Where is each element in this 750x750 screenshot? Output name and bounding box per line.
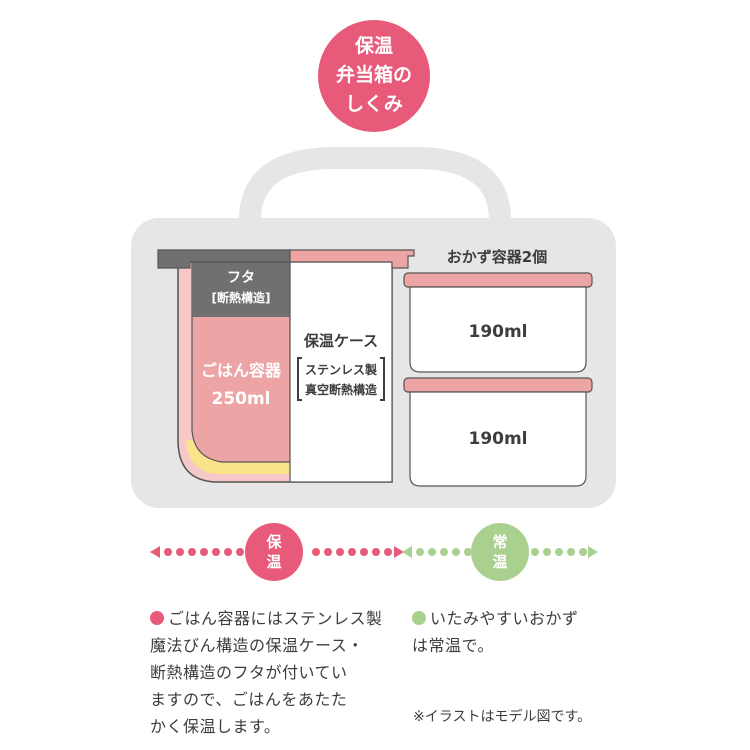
- warm-desc-line-1: ごはん容器にはステンレス製: [168, 609, 383, 628]
- illustration-note: ※イラストはモデル図です。: [413, 709, 592, 725]
- warm-desc-line-3: 断熱構造のフタが付いてい: [150, 663, 348, 682]
- room-desc-line-2: は常温で。: [412, 636, 494, 655]
- warm-dots-left: [150, 546, 244, 558]
- lid-label: フタ: [227, 270, 255, 286]
- title-badge: 保温 弁当箱の しくみ: [318, 20, 430, 132]
- title-line-1: 保温: [354, 35, 393, 57]
- lid-top-pink: [289, 249, 415, 269]
- room-desc-line-1: いたみやすいおかず: [430, 609, 579, 628]
- room-dots-left: [402, 546, 472, 558]
- lid-body: [192, 262, 290, 317]
- room-temp-description: いたみやすいおかず は常温で。: [412, 605, 642, 659]
- side-container-top: [403, 272, 593, 373]
- warm-dots-right: [312, 546, 404, 558]
- room-temp-badge: 常 温: [471, 523, 529, 581]
- warm-desc-line-5: かく保温します。: [150, 717, 281, 736]
- warm-badge: 保 温: [245, 523, 303, 581]
- side-container-bottom: [403, 377, 593, 487]
- warm-badge-line-1: 保: [266, 533, 282, 551]
- bag-handle: [239, 147, 511, 231]
- warm-badge-line-2: 温: [266, 553, 282, 571]
- case-label: 保温ケース: [303, 332, 378, 350]
- warm-desc-line-4: ますので、ごはんをあたた: [150, 690, 348, 709]
- side-container-top-volume: 190ml: [468, 322, 527, 342]
- pink-bullet-icon: [150, 611, 164, 625]
- side-container-bottom-volume: 190ml: [468, 429, 527, 449]
- room-badge-line-2: 温: [492, 553, 508, 571]
- rice-label: ごはん容器: [201, 361, 282, 380]
- title-line-3: しくみ: [345, 93, 403, 115]
- room-dots-right: [531, 546, 598, 558]
- title-line-2: 弁当箱の: [335, 64, 412, 86]
- warm-desc-line-2: 魔法びん構造の保温ケース・: [150, 636, 364, 655]
- green-bullet-icon: [412, 611, 426, 625]
- case-bracket-left: [297, 357, 302, 401]
- rice-volume: 250ml: [211, 389, 270, 409]
- room-badge-line-1: 常: [492, 533, 508, 551]
- case-sublabel-1: ステンレス製: [305, 362, 378, 377]
- side-containers-label: おかず容器2個: [447, 248, 547, 266]
- case-sublabel-2: 真空断熱構造: [305, 382, 378, 397]
- warm-description: ごはん容器にはステンレス製 魔法びん構造の保温ケース・ 断熱構造のフタが付いてい…: [150, 605, 420, 740]
- lid-sublabel: [断熱構造]: [212, 290, 271, 305]
- case-bracket-right: [380, 357, 385, 401]
